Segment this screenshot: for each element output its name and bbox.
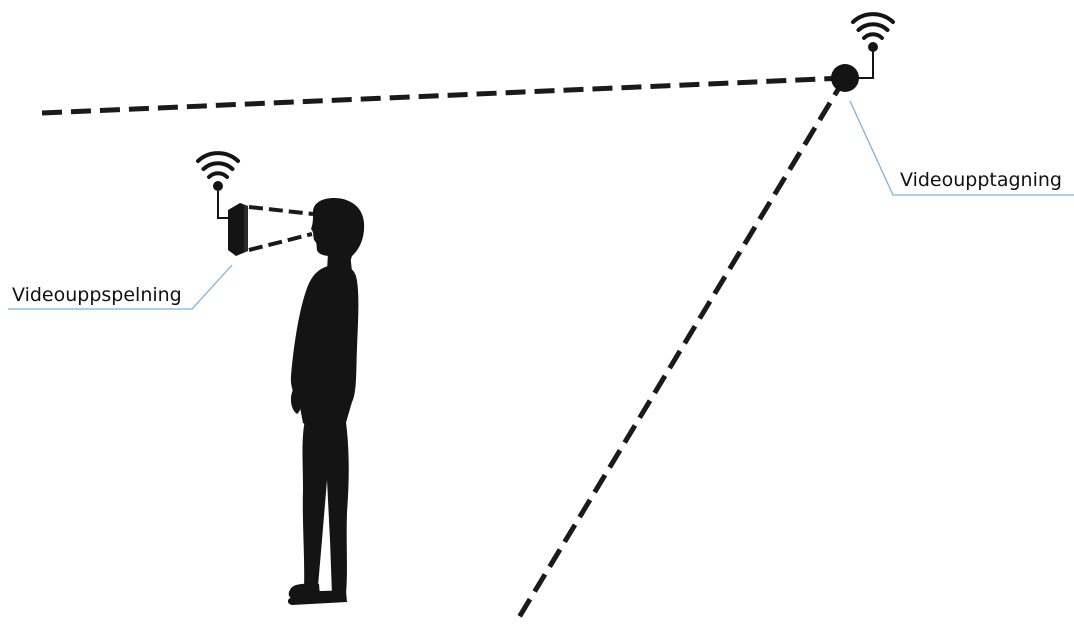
camera-view-line-diagonal [515, 78, 845, 624]
headset-antenna-connector [218, 191, 229, 218]
headset-view-line-upper [249, 207, 313, 214]
camera-view-line-top [42, 78, 845, 113]
camera-dot-icon [831, 64, 859, 92]
person-silhouette [288, 198, 364, 605]
wifi-icon [853, 14, 893, 52]
headset-node [198, 153, 313, 256]
playback-label: Videouppspelning [12, 284, 182, 306]
recording-label: Videoupptagning [900, 169, 1062, 191]
camera-node [831, 14, 893, 92]
wifi-icon [198, 153, 238, 191]
headset-view-line-lower [249, 234, 312, 250]
camera-antenna-connector [858, 47, 873, 78]
